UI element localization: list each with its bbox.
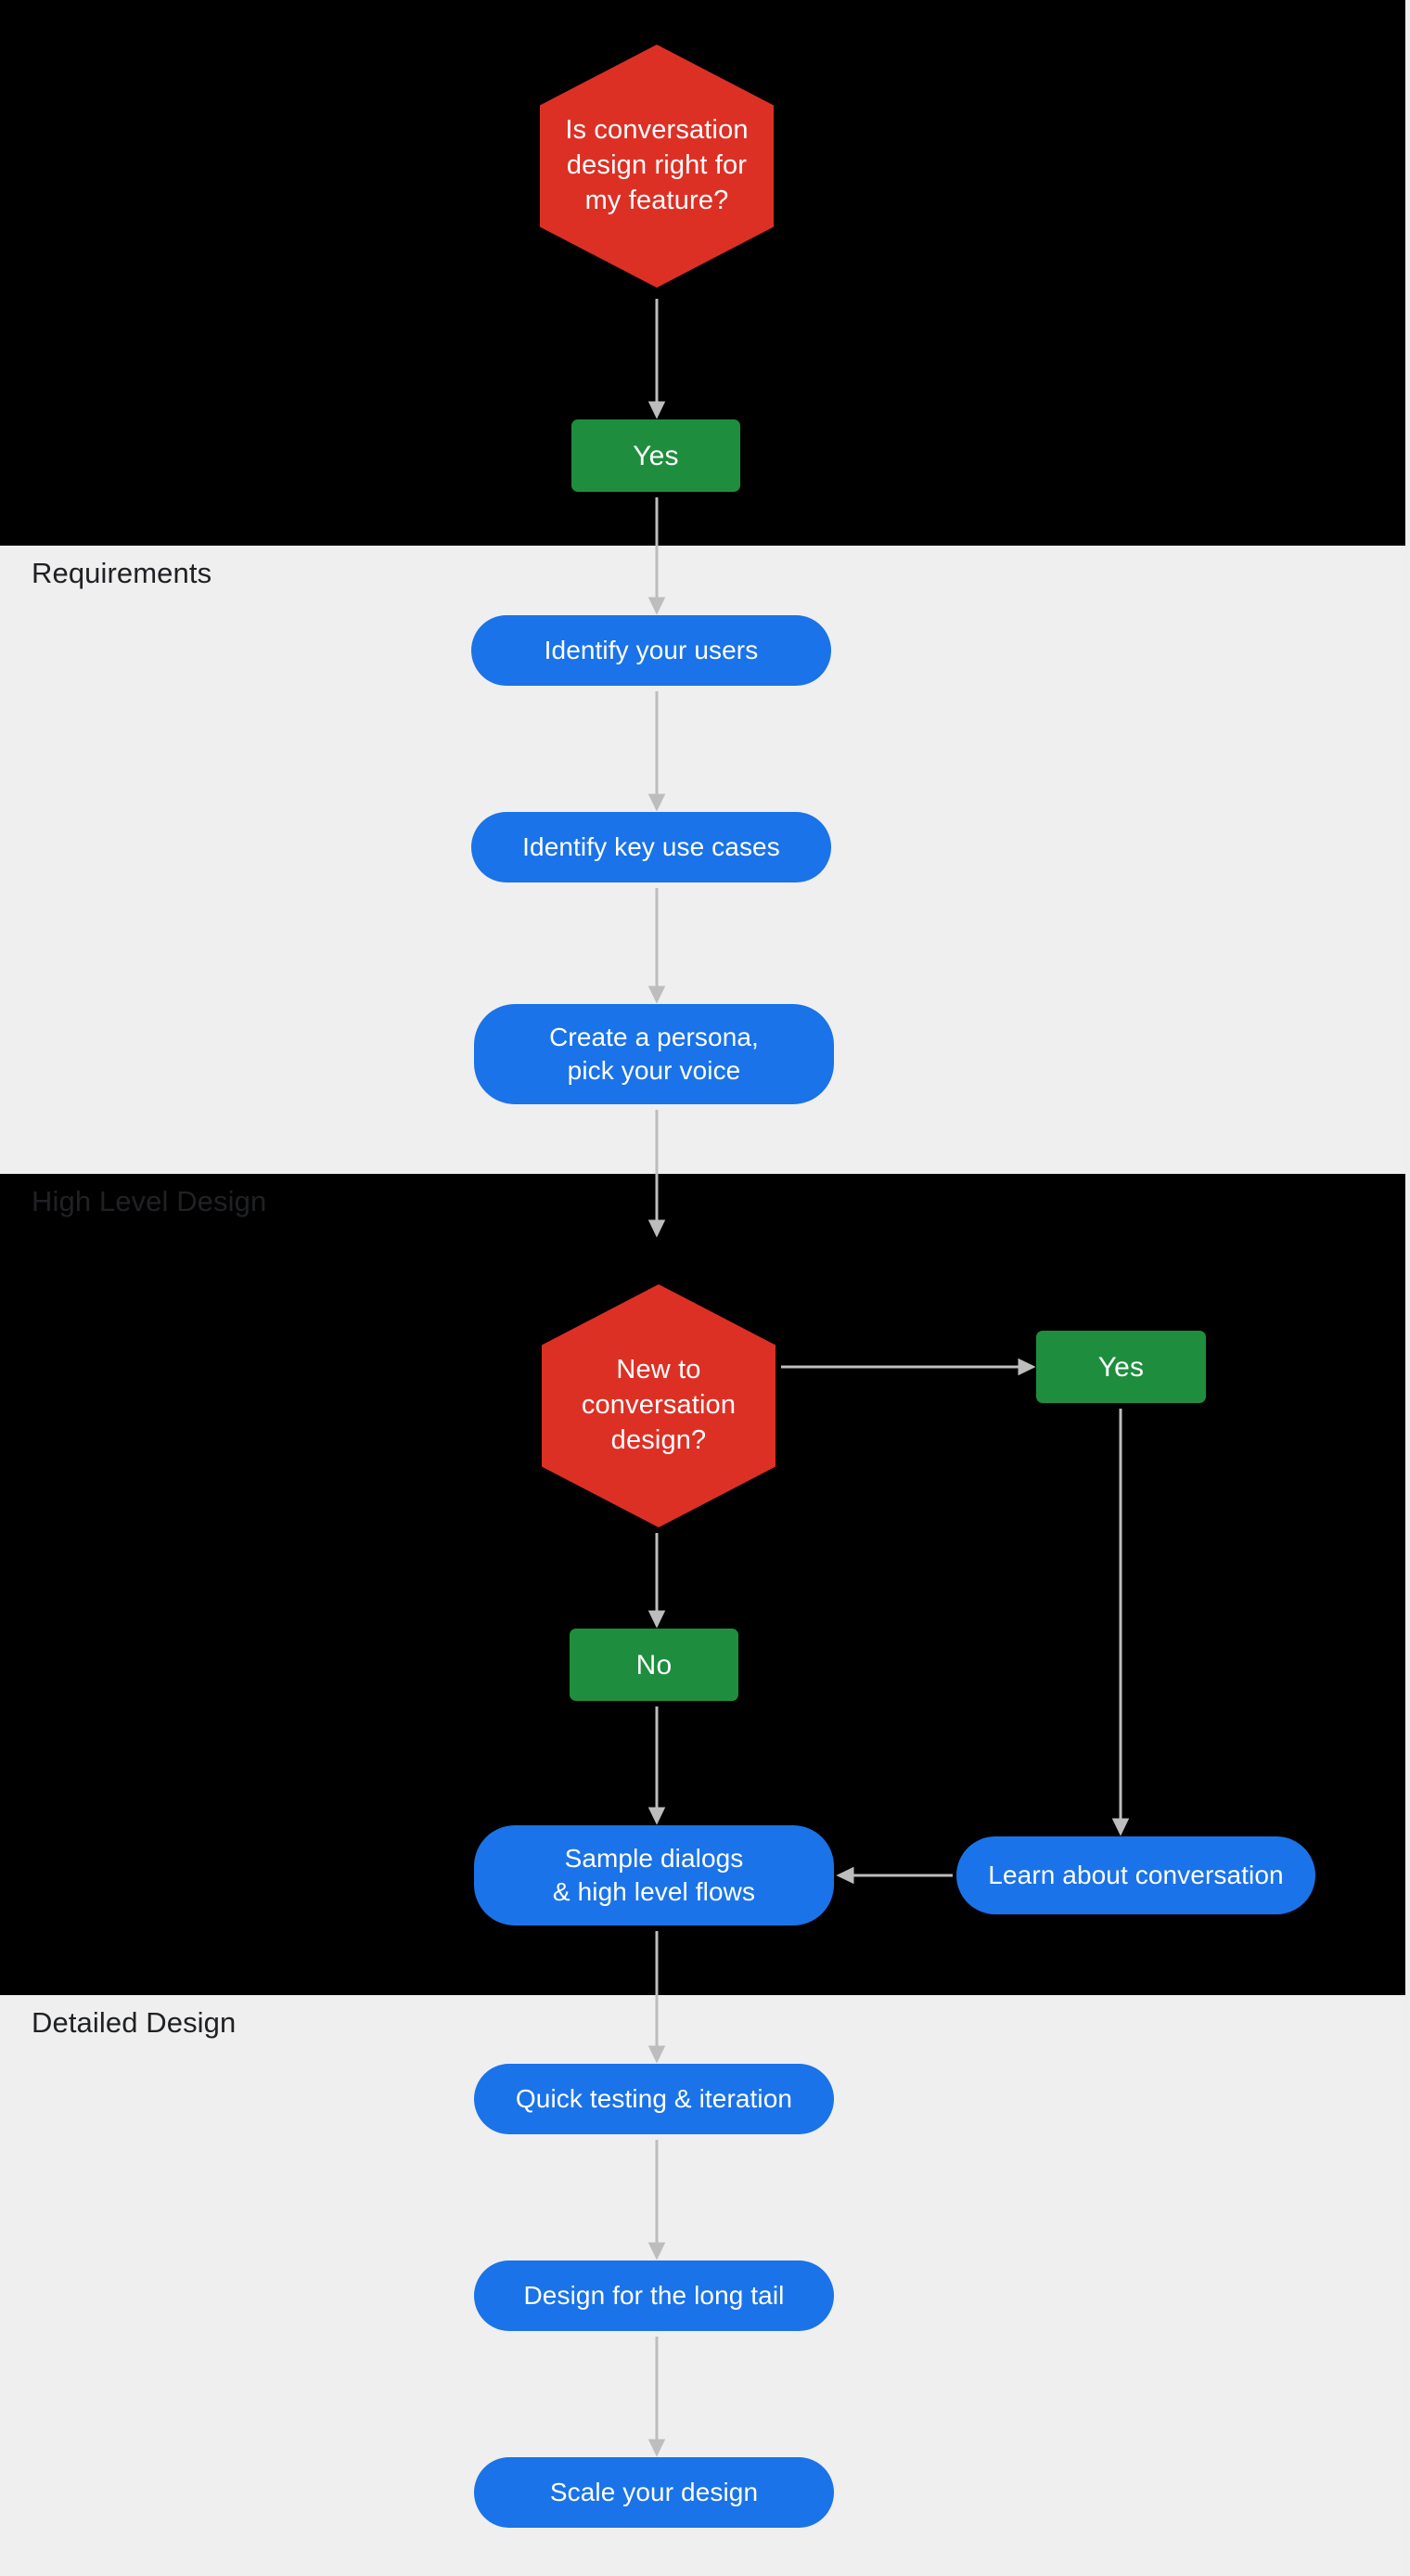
answer-node-no-new-to-cd[interactable]: No bbox=[570, 1629, 738, 1701]
answer-node-yes-new-to-cd[interactable]: Yes bbox=[1036, 1331, 1206, 1403]
process-node-identify-your-users[interactable]: Identify your users bbox=[471, 615, 831, 686]
process-node-create-a-persona-pick-your-voice[interactable]: Create a persona, pick your voice bbox=[474, 1004, 834, 1104]
lane-label-requirements: Requirements bbox=[32, 557, 212, 589]
answer-node-yes-start[interactable]: Yes bbox=[571, 419, 740, 492]
process-node-quick-testing-and-iteration[interactable]: Quick testing & iteration bbox=[474, 2064, 834, 2134]
process-node-design-for-the-long-tail[interactable]: Design for the long tail bbox=[474, 2260, 834, 2331]
process-node-identify-key-use-cases[interactable]: Identify key use cases bbox=[471, 812, 831, 882]
lane-label-high-level-design: High Level Design bbox=[32, 1185, 267, 1217]
process-node-learn-about-conversation[interactable]: Learn about conversation bbox=[956, 1836, 1315, 1914]
lane-label-detailed-design: Detailed Design bbox=[32, 2006, 237, 2039]
process-node-sample-dialogs-and-high-level-flows[interactable]: Sample dialogs & high level flows bbox=[474, 1825, 834, 1926]
process-node-scale-your-design[interactable]: Scale your design bbox=[474, 2457, 834, 2528]
